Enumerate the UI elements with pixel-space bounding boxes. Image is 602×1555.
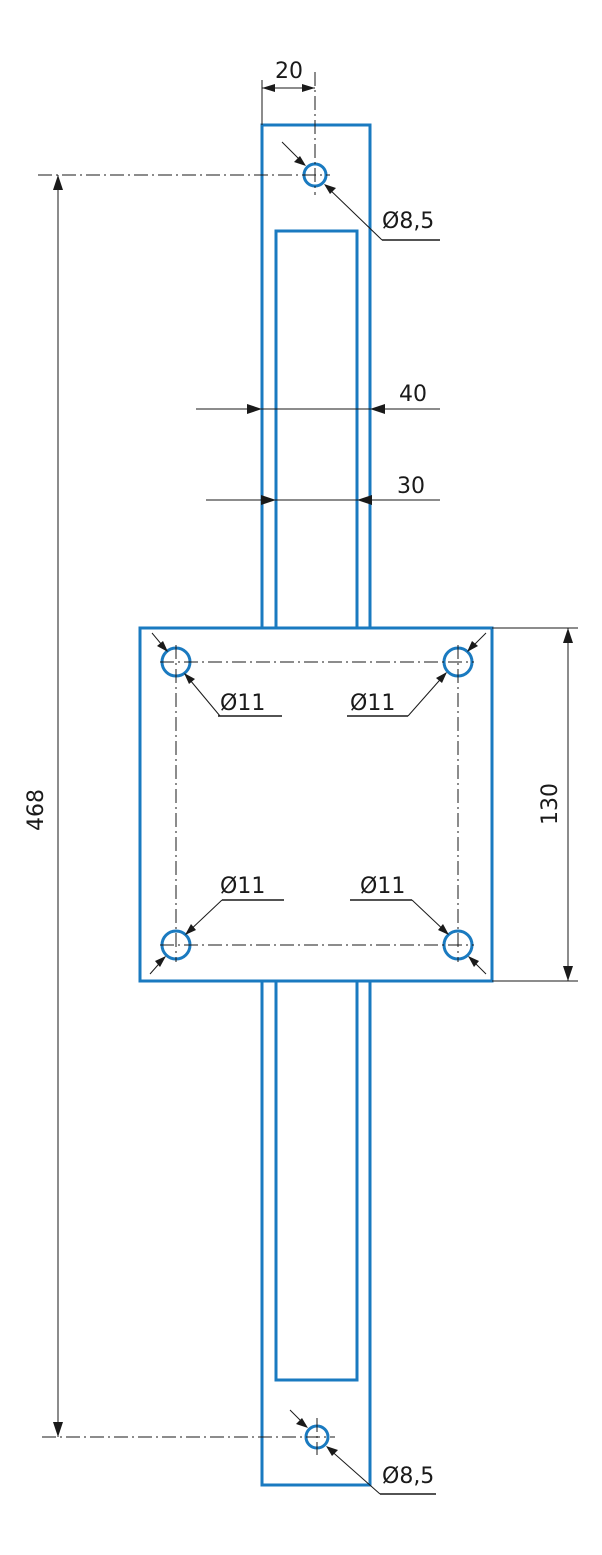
bottom-bar-outline: [260, 981, 372, 1487]
plate-hole-bottom-left-label: Ø11: [220, 874, 265, 899]
dimension-hole-offset-label: 20: [275, 59, 303, 84]
dimension-outer-width: 40: [196, 382, 440, 414]
plate-hole-callout-bottom-right: Ø11: [350, 874, 487, 975]
plate-hole-bottom-right-label: Ø11: [360, 874, 405, 899]
dimension-hole-spacing: 468: [24, 175, 63, 1437]
center-lines: [38, 72, 474, 1455]
plate-hole-callout-top-right: Ø11: [347, 632, 487, 717]
plate-hole-top-right-label: Ø11: [350, 691, 395, 716]
part-outline: [138, 123, 494, 1487]
top-hole-diameter-label: Ø8,5: [382, 209, 434, 234]
bottom-hole-diameter-label: Ø8,5: [382, 1464, 434, 1489]
top-slot-outline: [274, 229, 359, 628]
dimension-inner-width-label: 30: [397, 474, 425, 499]
plate-hole-callout-top-left: Ø11: [151, 632, 282, 717]
top-bar-outline: [260, 123, 372, 628]
dimension-plate-size: 130: [492, 627, 578, 982]
square-plate-outline: [138, 626, 494, 983]
top-hole-callout: Ø8,5: [281, 141, 440, 241]
bottom-slot-outline: [274, 981, 359, 1382]
dimension-plate-size-label: 130: [538, 783, 563, 825]
dimension-inner-width: 30: [206, 474, 440, 505]
dimension-outer-width-label: 40: [399, 382, 427, 407]
bottom-hole-callout: Ø8,5: [289, 1409, 436, 1495]
plate-hole-top-left-label: Ø11: [220, 691, 265, 716]
plate-hole-callout-bottom-left: Ø11: [149, 874, 284, 975]
dimension-hole-spacing-label: 468: [24, 789, 49, 831]
dimension-hole-offset: 20: [261, 59, 315, 125]
